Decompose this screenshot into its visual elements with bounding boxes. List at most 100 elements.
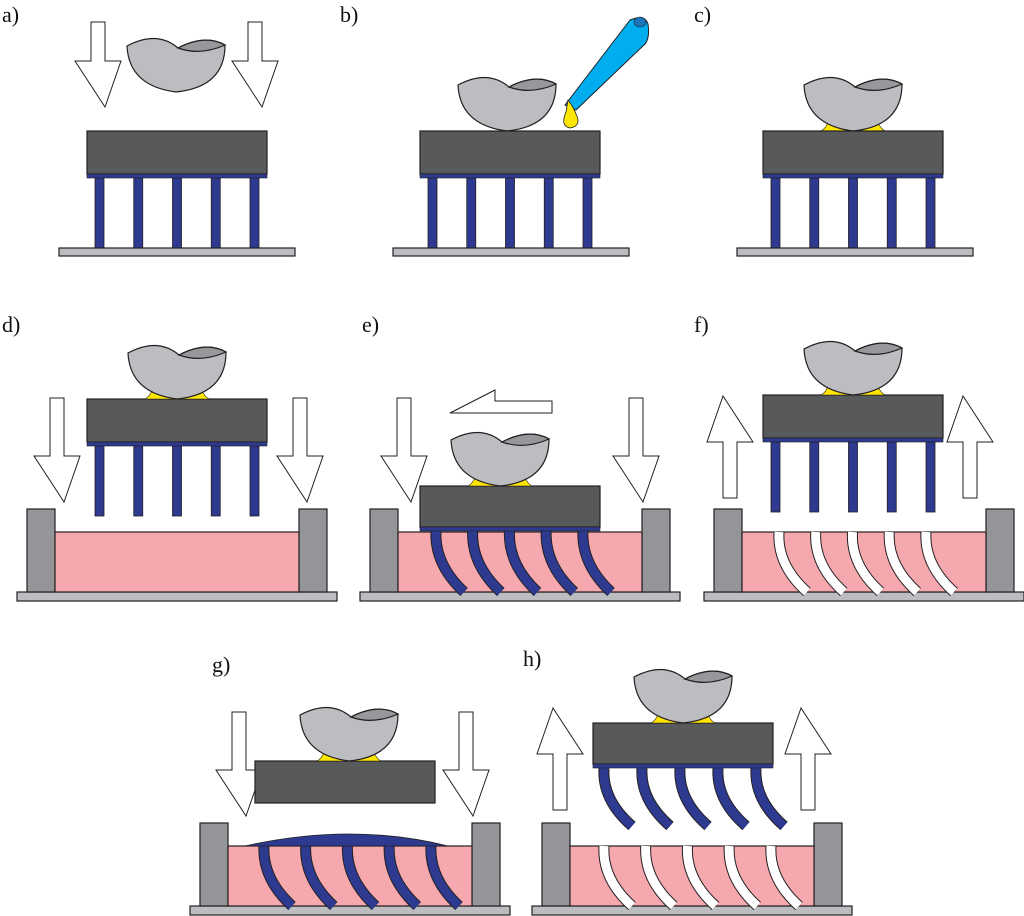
object-opening (853, 342, 904, 355)
stamp-block (86, 130, 268, 175)
stamp-block (254, 760, 436, 804)
container-wall-left (199, 822, 229, 907)
bent-pillar (675, 767, 712, 830)
bent-pillar (541, 529, 578, 596)
pillar-cavity (884, 531, 921, 596)
object-opening (507, 78, 558, 91)
pillar (249, 177, 260, 250)
panel-b: b) (340, 2, 650, 257)
bent-pillar (599, 767, 636, 830)
panel-label-h: h) (523, 646, 541, 671)
filled-pillar (301, 844, 337, 910)
pillar (543, 177, 554, 250)
pillar (427, 177, 438, 250)
object-opening (349, 708, 400, 721)
pillar (94, 177, 105, 250)
object-body (633, 668, 733, 724)
pillar-cavity (766, 845, 803, 910)
pillar-backing (592, 763, 774, 769)
pillar (582, 177, 593, 250)
base-plate (189, 905, 511, 916)
panel-h: h) (523, 646, 853, 916)
object-body (803, 76, 903, 132)
container-wall-left (541, 822, 571, 907)
pillar-backing (419, 526, 601, 532)
object-opening (853, 78, 904, 91)
object-opening (176, 39, 227, 52)
bent-pillar (504, 529, 541, 596)
pillar-cavity (774, 531, 811, 596)
base-plate (359, 591, 681, 602)
panel-a: a) (2, 2, 296, 257)
stamp-block (592, 722, 774, 765)
pillar (133, 445, 144, 517)
polymer-cap (244, 833, 449, 847)
panel-label-a: a) (2, 2, 19, 27)
object-body (450, 431, 550, 487)
filled-pillar (259, 844, 296, 910)
pillar-cavity (599, 845, 636, 910)
pillar (172, 445, 182, 517)
pillar (809, 441, 820, 513)
container-wall-right (985, 508, 1015, 593)
pillar-cavity (724, 845, 761, 910)
arrow-down-icon (33, 397, 81, 504)
object-body (126, 37, 226, 93)
pillar-backing (762, 173, 944, 179)
pillar-cavity (682, 845, 719, 910)
pillar (172, 177, 182, 250)
pillar (848, 177, 858, 250)
pillar-backing (762, 437, 944, 443)
bent-pillar (751, 767, 788, 830)
pillar (886, 177, 897, 250)
bent-pillar (431, 529, 468, 596)
panel-label-g: g) (212, 652, 230, 677)
container-wall-left (26, 508, 56, 593)
stamp-block (86, 398, 268, 443)
pillar (809, 177, 820, 250)
panel-label-b: b) (340, 2, 358, 27)
container-wall-left (369, 508, 399, 593)
bent-pillar (713, 767, 750, 830)
arrow-down-icon (380, 397, 428, 504)
base-plate (392, 247, 630, 257)
pillar (210, 445, 221, 517)
panel-f: f) (694, 312, 1024, 602)
panel-label-f: f) (694, 312, 709, 337)
pillar (886, 441, 897, 513)
arrow-up-icon (706, 394, 754, 499)
object-body (803, 340, 903, 396)
arrow-down-icon (231, 21, 279, 109)
base-plate (736, 247, 974, 257)
panel-label-e: e) (362, 312, 379, 337)
pillar (770, 177, 781, 250)
bent-pillar (637, 767, 674, 830)
object-opening (177, 346, 228, 359)
arrow-down-icon (442, 711, 490, 818)
stamp-block (762, 394, 944, 439)
panel-c: c) (694, 2, 974, 257)
filled-pillar (342, 844, 379, 910)
pillar (94, 445, 105, 517)
arrow-down-icon (74, 21, 122, 109)
dispenser-tip (564, 17, 650, 111)
filled-pillar (426, 844, 463, 910)
dispenser-opening (633, 16, 647, 28)
base-plate (531, 905, 853, 916)
pillar (133, 177, 144, 250)
object-body (299, 706, 399, 762)
object-opening (500, 433, 551, 446)
panel-e: e) (359, 312, 681, 602)
bent-pillar (578, 529, 615, 596)
arrow-up-icon (946, 394, 994, 499)
container-wall-left (713, 508, 743, 593)
pillar (770, 441, 781, 513)
panel-g: g) (189, 652, 511, 916)
object-body (457, 76, 557, 132)
elastomer (54, 531, 300, 593)
stamp-block (419, 485, 601, 528)
panel-label-d: d) (2, 312, 20, 337)
panel-label-c: c) (694, 2, 711, 27)
pillar-backing (86, 173, 268, 179)
